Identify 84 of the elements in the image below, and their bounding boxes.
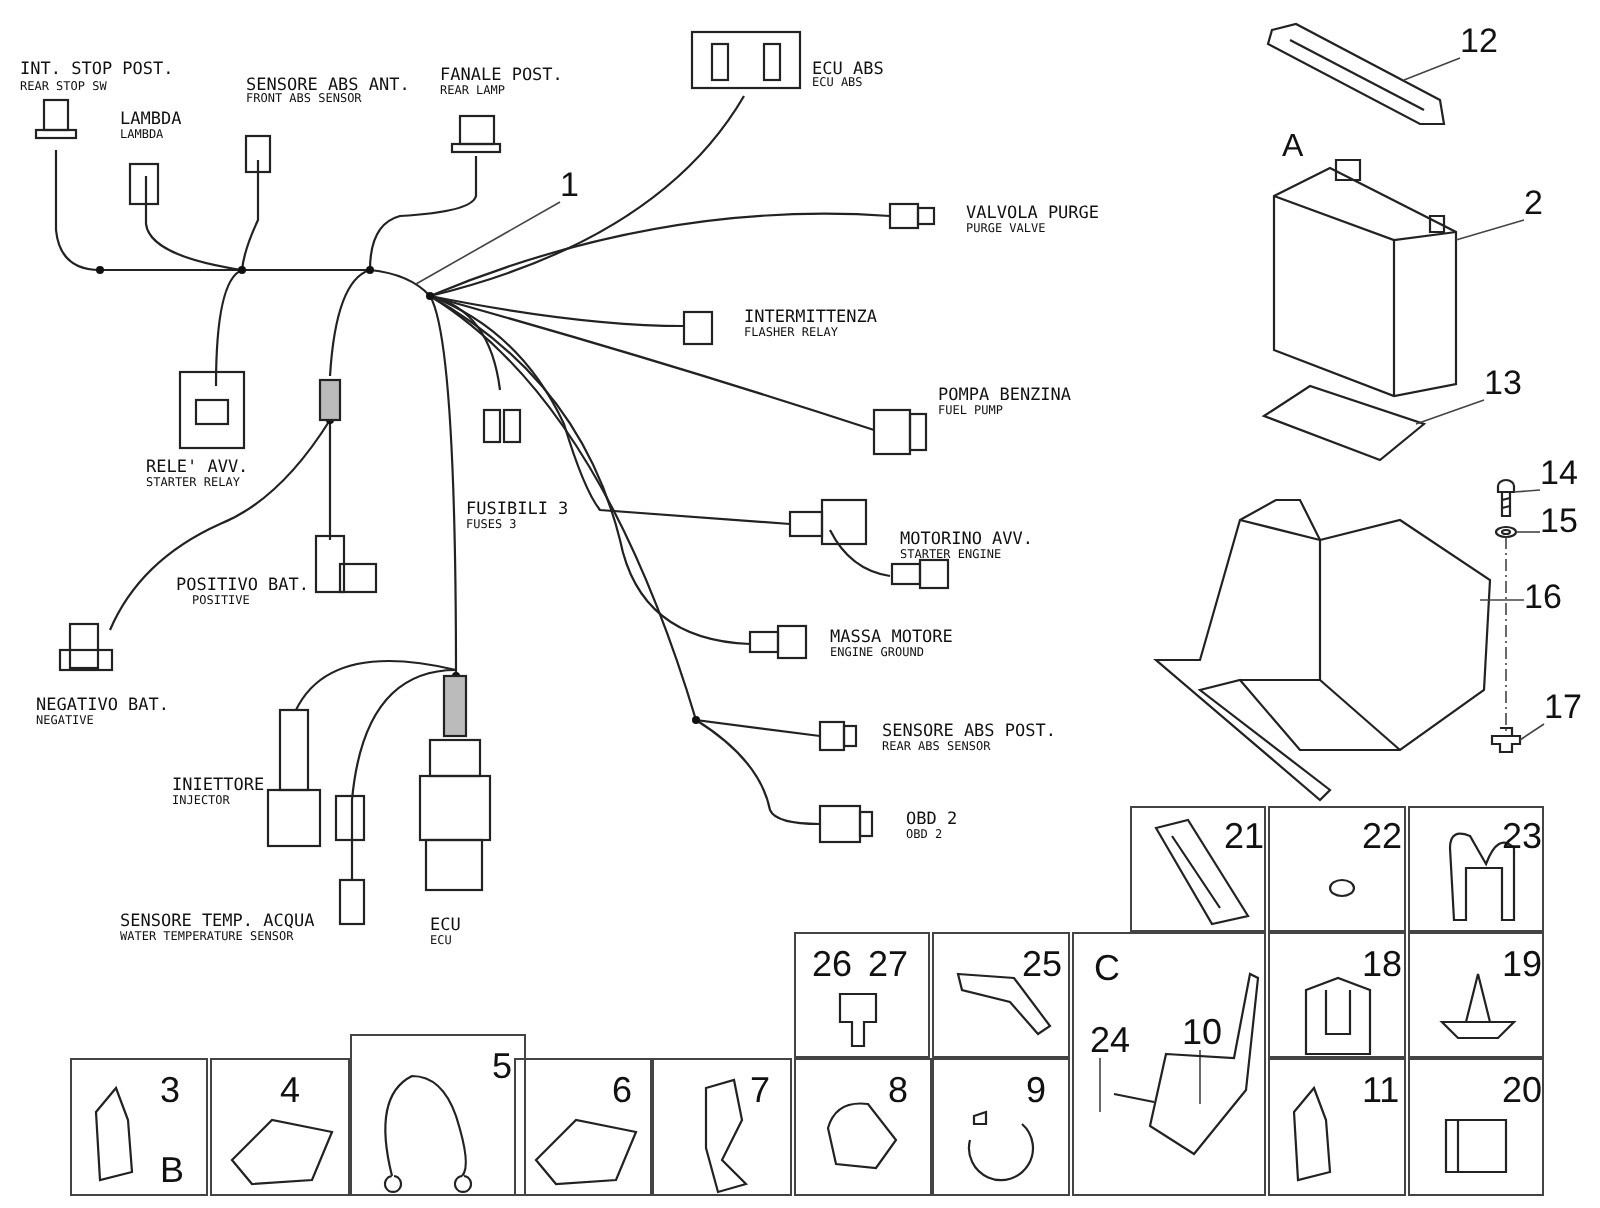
part-name: MOTORINO AVV.	[900, 532, 1034, 549]
callout-number: 16	[1524, 580, 1562, 614]
part-cell	[794, 932, 930, 1058]
callout-number: 1	[560, 168, 579, 202]
callout-number: 20	[1502, 1072, 1543, 1108]
part-name: POMPA BENZINA	[938, 388, 1072, 405]
callout-number: 24	[1090, 1022, 1131, 1058]
part-name: INIETTORE	[172, 778, 265, 795]
part-cell	[1268, 806, 1406, 932]
callout-number: 8	[888, 1072, 909, 1108]
leader-line	[1515, 531, 1541, 533]
callout-number: 10	[1182, 1014, 1223, 1050]
part-cell	[932, 932, 1070, 1058]
tray-drawing	[1153, 498, 1492, 802]
axis-line	[1505, 536, 1507, 733]
section-letter: B	[160, 1152, 185, 1188]
leader-line	[1415, 399, 1485, 425]
part-name: RELE' AVV.	[146, 460, 249, 477]
callout-number: 7	[750, 1072, 771, 1108]
callout-number: 5	[492, 1048, 513, 1084]
part-cell	[514, 1058, 652, 1196]
callout-number: 6	[612, 1072, 633, 1108]
callout-number: 25	[1022, 946, 1063, 982]
part-name: SENSORE ABS POST.	[882, 724, 1056, 741]
callout-number: 12	[1460, 24, 1498, 58]
part-cell	[210, 1058, 350, 1196]
part-name: MASSA MOTORE	[830, 630, 953, 647]
callout-number: 22	[1362, 818, 1403, 854]
part-name: NEGATIVO BAT.	[36, 698, 170, 715]
part-name: ECU	[430, 918, 461, 935]
callout-number: 18	[1362, 946, 1403, 982]
part-cell	[1072, 932, 1266, 1196]
leader-line	[1403, 57, 1461, 81]
leader-line	[1199, 1049, 1201, 1105]
clip-drawing	[1490, 726, 1522, 754]
callout-number: 4	[280, 1072, 301, 1108]
part-name: ECU ABS	[812, 62, 884, 79]
callout-number: 11	[1362, 1072, 1400, 1108]
callout-number: 9	[1026, 1072, 1047, 1108]
callout-number: 26	[812, 946, 853, 982]
part-cell	[1408, 932, 1544, 1058]
strap-drawing	[1266, 22, 1446, 126]
callout-number: 17	[1544, 690, 1582, 724]
leader-line	[1099, 1057, 1101, 1113]
part-name: SENSORE ABS ANT.	[246, 78, 410, 95]
callout-number: 21	[1224, 818, 1265, 854]
part-cell	[1130, 806, 1266, 932]
callout-number: C	[1094, 950, 1120, 986]
part-cell	[794, 1058, 932, 1196]
leader-line	[1455, 219, 1525, 241]
part-name: OBD 2	[906, 812, 958, 829]
part-cell	[70, 1058, 208, 1196]
screw-drawing	[1496, 478, 1516, 518]
callout-number: 19	[1502, 946, 1543, 982]
callout-number: 27	[868, 946, 909, 982]
section-letter: A	[1282, 132, 1304, 164]
part-name: INT. STOP POST.	[20, 62, 174, 79]
part-name: LAMBDA	[120, 112, 182, 129]
part-name: SENSORE TEMP. ACQUA	[120, 914, 315, 931]
part-cell	[932, 1058, 1070, 1196]
part-name: VALVOLA PURGE	[966, 206, 1100, 223]
part-name: POSITIVO BAT.	[176, 578, 310, 595]
part-cell	[1268, 932, 1406, 1058]
part-name: FANALE POST.	[440, 68, 563, 85]
part-cell	[1408, 1058, 1544, 1196]
callout-number: 14	[1540, 456, 1578, 490]
part-cell	[652, 1058, 792, 1196]
washer-drawing	[1495, 525, 1518, 539]
battery-drawing	[1272, 158, 1458, 398]
callout-number: 23	[1502, 818, 1543, 854]
callout-number: 3	[160, 1072, 181, 1108]
callout-number: 15	[1540, 504, 1578, 538]
pad-drawing	[1261, 384, 1427, 462]
part-cell	[350, 1034, 526, 1196]
callout-number: 13	[1484, 366, 1522, 400]
part-cell	[1408, 806, 1544, 932]
leader-line	[1513, 489, 1541, 493]
leader-line	[1519, 723, 1545, 741]
part-cell	[1268, 1058, 1406, 1196]
leader-line	[415, 201, 561, 285]
callout-number: 2	[1524, 186, 1543, 220]
part-name: INTERMITTENZA	[744, 310, 878, 327]
leader-line	[1479, 599, 1525, 601]
part-name: FUSIBILI 3	[466, 502, 569, 519]
